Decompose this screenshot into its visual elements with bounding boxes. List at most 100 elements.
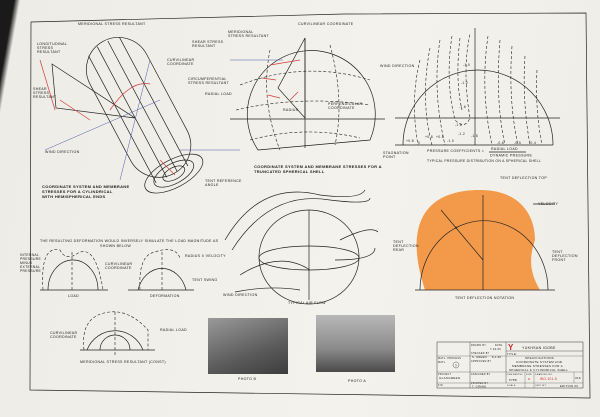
label: TENT [552,250,563,254]
deformation-diagrams [40,249,194,355]
label: TENT SWING [192,278,218,282]
label: RESULTANT [37,50,61,54]
label: DYNAMIC PRESSURE [490,154,532,158]
title-block: Y YUKHSAN IGOBE DRAWN BY DATE 7-23-66 CH… [436,341,584,389]
sheet-border [29,12,591,399]
contour-value: -1.6 [455,123,462,127]
label: MATL [438,361,446,364]
label: RADIAL LOAD [205,92,232,96]
label: WIND DIRECTION [223,293,258,297]
label: FRONT [552,258,566,262]
label: 5788 [509,378,517,382]
label: TENT REFERENCE [205,179,242,183]
label: REAR [393,248,404,252]
label: SHEAR [33,87,47,91]
contour-value: -1.6 [459,105,466,109]
label: WIND DIRECTION [45,150,80,154]
label: RESULTANT [192,44,216,48]
label: R [455,226,458,230]
drawing-title: SPECIFICATIONS [525,356,554,360]
contour-values: -1.0 -1.2 -1.6 -1.6 +0.8 0 +0.8 +0.8 -1.… [406,63,536,145]
label: COORDINATE [50,335,77,339]
label: FIN [438,384,443,387]
label: GLASGREEN [439,376,460,380]
label: POINT [383,155,396,159]
label: INTERNAL [20,253,39,257]
contour-value: -1.5 [471,134,478,138]
label: DEFLECTION [552,254,578,258]
label: MERIDIONAL [228,30,253,34]
label: MATL. PROCESS [438,357,461,360]
caption: STRESSES FOR A CYLINDRICAL [42,189,113,194]
contour-value: -1.0 [447,139,454,143]
label: S. GREEN [472,355,487,359]
caption: TENT DEFLECTION NOTATION [455,296,514,300]
caption: COORDINATE SYSTEM AND MEMBRANE [42,184,129,189]
tent-deflection-diagram [415,190,555,291]
label: DEFORMATION [150,294,180,298]
contour-value: -0.6 [497,141,504,145]
label: STAGNATION [383,151,409,155]
caption: TYPICAL PRESSURE DISTRIBUTION ON A SPHER… [427,159,541,163]
label: COORDINATE [167,62,194,66]
label: CURVILINEAR [50,331,78,335]
company-name: YUKHSAN IGOBE [522,346,556,350]
label: TENT [393,240,404,244]
drawing-number: WO-101-5 [540,377,557,381]
label: 3 [455,364,457,368]
pressure-distribution-diagram [395,28,560,146]
cylinder-diagram [39,36,240,194]
drawing-title: COORDINATE SYSTEM AND [516,360,563,364]
label: COORDINATE [328,106,355,110]
label: STRESS [37,46,53,50]
label: DRAWING NO. [535,373,553,376]
caption: TRUNCATED SPHERICAL SHELL [254,169,325,174]
label: T. GRAHE [472,385,486,389]
label: VELOCITY [538,202,558,206]
caption: WITH HEMISPHERICAL ENDS [42,194,106,199]
contour-value: -1.0 [463,63,470,67]
label: DRAWN BY [471,344,486,347]
label: MINUS [20,261,33,265]
caption: MERIDIONAL STRESS RESULTANT (CONST) [80,360,166,364]
label: EXTERNAL [20,265,40,269]
label: STRESS [33,91,49,95]
drawing-title: MEMBRANE STRESSES FOR A [512,364,563,368]
label: TENT DEFLECTION TOP [500,176,547,180]
label: SCALE [507,384,516,387]
photo-caption: PHOTO A [348,379,366,383]
label: UNIT WT. [535,385,547,387]
label: ANGLE [205,183,219,187]
label: CODE IDENT NO [507,374,523,376]
contour-value: +0.8 [436,135,444,139]
caption: COORDINATE SYSTEM AND MEMBRANE STRESSES … [254,164,382,169]
air-flow-diagram [224,189,379,305]
label: CURVILINEAR [105,262,133,266]
label: RADIAL LOAD [491,147,518,151]
label: RADIUS X VELOCITY [185,254,226,258]
label: RADIUS [283,108,299,112]
label: 8-1-66 [492,355,502,359]
label: PRESSURE [20,257,41,261]
photo-b [208,318,288,374]
label: PRINTED BY [471,382,488,385]
label: MERIDIONAL STRESS RESULTANT [78,22,146,26]
label: DEFLECTION [393,244,419,248]
label: PRESSURE [20,269,41,273]
label: APPROVED BY [471,360,492,363]
contour-value: +0.8 [406,139,414,143]
label: PROJECT [438,373,451,376]
contour-value: +0.8 [425,135,433,139]
label: D [528,377,531,381]
label: TITLE: [507,352,517,356]
label: 316 [575,376,581,380]
label: DATE [495,344,503,347]
photo-caption: PHOTO B [238,377,257,381]
label: SHEAR STRESS [192,40,224,44]
truncated-sphere-diagram [230,37,385,151]
label: RESULTANT [33,95,57,99]
company-logo: Y [508,343,514,352]
caption: TYPICAL AIR FLOW [288,301,326,305]
contour-value: -0.4 [529,141,536,145]
drawing-title: SPHERICAL & CYLINDRICAL SHELL [509,368,568,372]
